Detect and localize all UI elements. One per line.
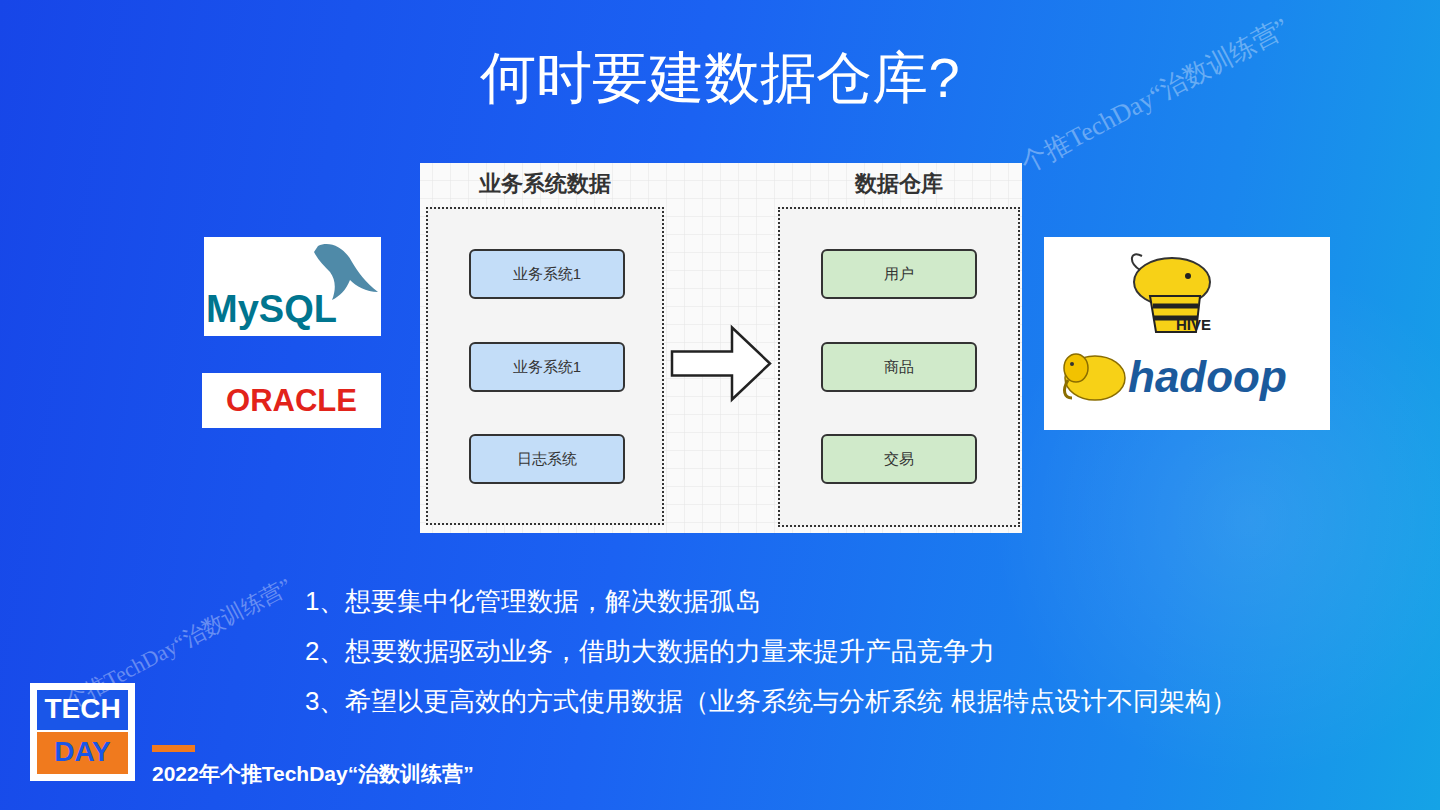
logo-box (204, 237, 381, 336)
box-label: 交易 (884, 450, 914, 469)
group-heading: 数据仓库 (780, 169, 1018, 199)
accent-bar (152, 745, 195, 752)
bullet-point: 3、希望以更高效的方式使用数据（业务系统与分析系统 根据特点设计不同架构） (305, 684, 1237, 719)
logo-box (202, 373, 381, 428)
watermark: 个推TechDay“治数训练营” (1015, 10, 1295, 181)
system-box: 业务系统1 (469, 249, 625, 299)
box-label: 商品 (884, 358, 914, 377)
techday-logo (30, 683, 135, 781)
diagram-panel (420, 163, 1022, 533)
logo-text: HIVE (1176, 316, 1211, 333)
logo-text: ORACLE (209, 383, 374, 419)
bullet-point: 1、想要集中化管理数据，解决数据孤岛 (305, 584, 761, 619)
group-box: 数据仓库用户商品交易 (778, 207, 1020, 527)
logo-text: MySQL (206, 288, 337, 331)
bullet-point: 2、想要数据驱动业务，借助大数据的力量来提升产品竞争力 (305, 634, 995, 669)
footer-caption: 2022年个推TechDay“治数训练营” (152, 760, 474, 788)
logo-text: DAY (37, 736, 128, 768)
box-label: 用户 (884, 265, 914, 284)
box-label: 业务系统1 (513, 358, 581, 377)
system-box: 商品 (821, 342, 977, 392)
logo-text: hadoop (1128, 352, 1287, 402)
logo-box (1044, 237, 1330, 430)
hadoop-elephant-icon (1064, 354, 1125, 400)
box-label: 日志系统 (517, 450, 577, 469)
system-box: 业务系统1 (469, 342, 625, 392)
system-box: 交易 (821, 434, 977, 484)
diagram-grid (420, 163, 1022, 533)
group-box: 业务系统数据业务系统1业务系统1日志系统 (426, 207, 664, 525)
group-heading: 业务系统数据 (428, 169, 662, 199)
system-box: 日志系统 (469, 434, 625, 484)
box-label: 业务系统1 (513, 265, 581, 284)
system-box: 用户 (821, 249, 977, 299)
block-arrow (672, 328, 770, 400)
logo-text: TECH (37, 693, 128, 725)
